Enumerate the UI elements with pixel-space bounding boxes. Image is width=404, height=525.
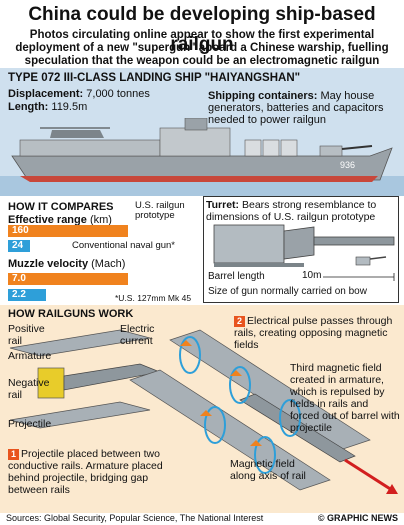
step-2-number: 2	[234, 316, 245, 327]
turret-illustration	[213, 224, 395, 281]
ship-type-label: TYPE 072 III-CLASS LANDING SHIP "HAIYANG…	[8, 72, 301, 84]
projectile-label: Projectile	[8, 418, 52, 430]
barrel-length-label: Barrel length	[208, 271, 265, 282]
how-works-heading: HOW RAILGUNS WORK	[8, 308, 134, 320]
negative-rail-label: Negative rail	[8, 377, 50, 401]
displacement: Displacement: 7,000 tonnes	[8, 88, 150, 100]
armature-label: Armature	[8, 350, 52, 362]
hull-number: 936	[340, 160, 355, 170]
third-field-note: Third magnetic field created in armature…	[290, 362, 400, 434]
sources: Sources: Global Security, Popular Scienc…	[6, 513, 264, 523]
velocity-heading: Muzzle velocity (Mach)	[8, 258, 126, 270]
naval-gun-label: Conventional naval gun*	[72, 240, 175, 251]
positive-rail-label: Positive rail	[8, 323, 45, 347]
railgun-diagram	[9, 329, 398, 494]
velocity-bar-naval: 2.2	[8, 289, 46, 301]
step-1-number: 1	[8, 449, 19, 460]
length: Length: 119.5m	[8, 101, 88, 113]
ship-illustration: 936	[0, 118, 404, 196]
electric-current-label: Electric current	[120, 323, 155, 347]
turret-note: Turret: Bears strong resemblance to dime…	[206, 199, 396, 223]
containers-note: Shipping containers: May house generator…	[208, 90, 384, 126]
range-bar-naval: 24	[8, 240, 30, 252]
velocity-bar-railgun: 7.0	[8, 273, 128, 285]
magnetic-field-label: Magnetic field along axis of rail	[230, 458, 306, 482]
page-title: China could be developing ship-based rai…	[28, 4, 376, 55]
barrel-length-value: 10m	[300, 270, 324, 281]
railgun-label: U.S. railgun prototype	[135, 200, 185, 221]
range-heading: Effective range (km)	[8, 214, 112, 226]
credit: © GRAPHIC NEWS	[317, 513, 398, 523]
bow-gun-label: Size of gun normally carried on bow	[208, 286, 367, 297]
intro-text: Photos circulating online appear to show…	[15, 29, 389, 67]
footnote: *U.S. 127mm Mk 45	[115, 293, 192, 303]
compare-heading: HOW IT COMPARES	[8, 201, 114, 213]
range-bar-railgun: 160	[8, 225, 128, 237]
